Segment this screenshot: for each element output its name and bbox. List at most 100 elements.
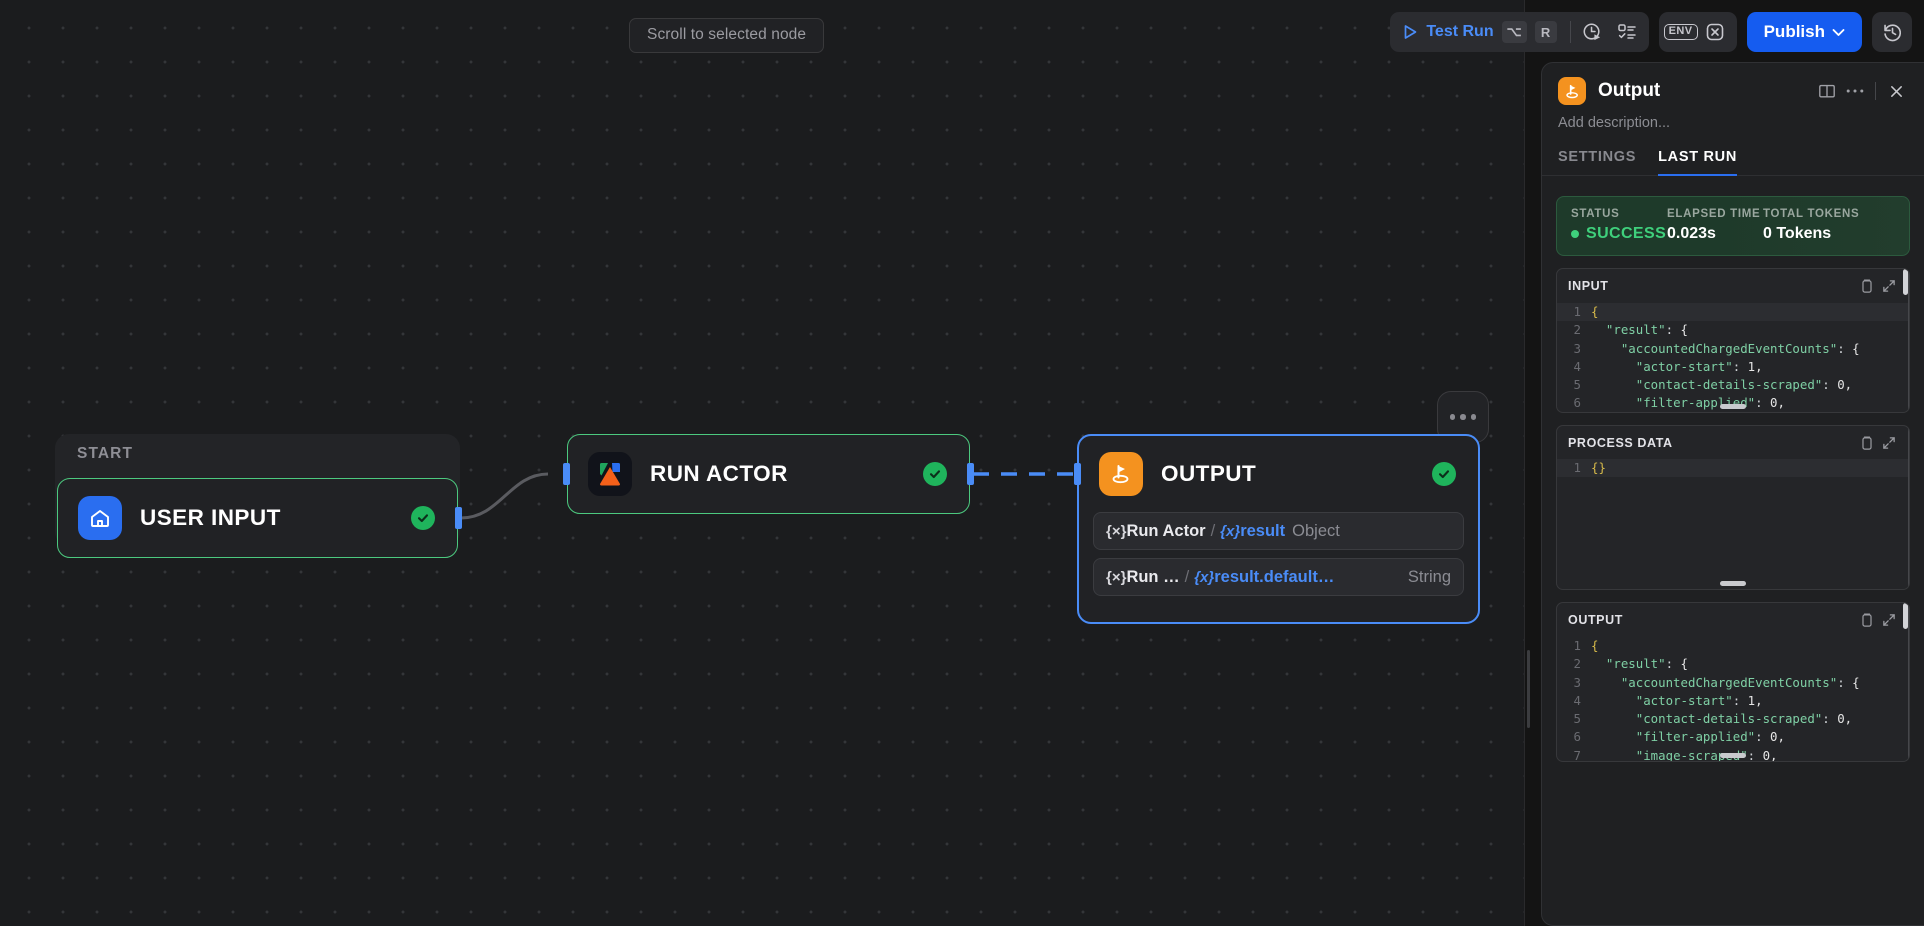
- description-input[interactable]: Add description...: [1558, 115, 1671, 131]
- line-number: 5: [1573, 711, 1581, 727]
- tab-settings[interactable]: SETTINGS: [1558, 149, 1637, 165]
- code-horizontal-scrollbar[interactable]: [1720, 753, 1746, 758]
- port-run-actor-input[interactable]: [563, 463, 570, 485]
- elapsed-value: 0.023s: [1667, 225, 1716, 242]
- copy-icon[interactable]: [1856, 610, 1878, 630]
- test-run-button[interactable]: Test Run ⌥ R: [1395, 16, 1564, 48]
- line-number: 7: [1573, 747, 1581, 762]
- node-title: USER INPUT: [140, 505, 281, 530]
- line-text: "image-scraped": 0,: [1635, 747, 1778, 762]
- output-flag-icon: [1558, 77, 1586, 105]
- code-line: 5 "contact-details-scraped": 0,: [1557, 710, 1909, 728]
- code-line: 7 "image-scraped": 0,: [1557, 747, 1909, 762]
- panel-title: Output: [1598, 80, 1661, 101]
- code-lines[interactable]: 1{2 "result": {3 "accountedChargedEventC…: [1557, 636, 1909, 762]
- code-box-process-data: PROCESS DATA: [1556, 425, 1910, 590]
- node-title: RUN ACTOR: [650, 461, 788, 486]
- ellipsis-dot: [1460, 414, 1466, 420]
- line-number: 3: [1573, 340, 1581, 356]
- output-field-row[interactable]: {×} Run … / {x} result.default… String: [1093, 558, 1464, 596]
- status-value: SUCCESS: [1586, 225, 1667, 242]
- elapsed-column: ELAPSED TIME 0.023s: [1667, 208, 1763, 243]
- env-label: ENV: [1663, 24, 1698, 40]
- panel-header-divider: [1875, 82, 1876, 100]
- chevron-down-icon: [1832, 28, 1845, 36]
- test-run-label: Test Run: [1426, 23, 1494, 40]
- line-number: 1: [1573, 638, 1581, 653]
- history-revert-button[interactable]: [1872, 12, 1912, 52]
- line-text: "contact-details-scraped": 0,: [1635, 711, 1853, 727]
- copy-icon[interactable]: [1856, 276, 1878, 296]
- variable-brace-icon: {x}: [1220, 522, 1241, 540]
- publish-button[interactable]: Publish: [1746, 12, 1862, 52]
- line-number: 6: [1573, 729, 1581, 745]
- code-box-title: PROCESS DATA: [1568, 436, 1673, 450]
- close-icon[interactable]: [1882, 78, 1910, 104]
- line-text: "result": {: [1605, 322, 1688, 338]
- code-box-header: OUTPUT: [1557, 603, 1909, 636]
- ellipsis-dot: [1470, 414, 1477, 420]
- code-box-edge: [1907, 426, 1909, 589]
- node-run-actor[interactable]: RUN ACTOR: [567, 434, 970, 514]
- code-vertical-scrollbar[interactable]: [1903, 269, 1908, 295]
- scroll-to-selected-node-button[interactable]: Scroll to selected node: [629, 18, 825, 53]
- output-field-row[interactable]: {×} Run Actor / {x} result Object: [1093, 512, 1464, 550]
- tokens-column: TOTAL TOKENS 0 Tokens: [1763, 208, 1859, 243]
- line-text: {: [1591, 638, 1599, 653]
- workflow-canvas[interactable]: Scroll to selected node START USER INPUT: [0, 0, 1524, 926]
- run-status-card: STATUS SUCCESS ELAPSED TIME 0.023s TOTAL…: [1556, 196, 1910, 256]
- env-variables-button[interactable]: ENV: [1663, 16, 1698, 48]
- expand-icon[interactable]: [1878, 610, 1900, 630]
- node-status-success-icon: [923, 462, 947, 486]
- port-output-input[interactable]: [1074, 463, 1081, 485]
- code-box-title: INPUT: [1568, 279, 1609, 293]
- code-line: 1 {}: [1557, 459, 1909, 478]
- panel-resize-handle[interactable]: [1527, 650, 1530, 728]
- line-text: {}: [1591, 460, 1606, 475]
- code-line: 6 "filter-applied": 0,: [1557, 728, 1909, 746]
- clock-play-icon[interactable]: [1576, 16, 1610, 48]
- node-user-input[interactable]: USER INPUT: [57, 478, 458, 558]
- node-output[interactable]: OUTPUT {×} Run Actor / {x} result Object: [1077, 434, 1480, 624]
- output-field-source: Run Actor: [1126, 521, 1206, 540]
- port-run-actor-output[interactable]: [967, 463, 974, 485]
- line-text: "result": {: [1605, 656, 1688, 672]
- port-user-input-output[interactable]: [455, 507, 462, 529]
- code-line: 1{: [1557, 637, 1909, 655]
- tab-last-run[interactable]: LAST RUN: [1658, 149, 1738, 176]
- line-text: "accountedChargedEventCounts": {: [1620, 674, 1860, 690]
- tokens-value: 0 Tokens: [1763, 225, 1832, 242]
- line-text: "actor-start": 1,: [1635, 692, 1763, 708]
- code-horizontal-scrollbar[interactable]: [1720, 581, 1746, 586]
- expand-icon[interactable]: [1878, 433, 1900, 453]
- code-lines[interactable]: 1{2 "result": {3 "accountedChargedEventC…: [1557, 302, 1909, 412]
- book-icon[interactable]: [1813, 78, 1841, 104]
- status-label: STATUS: [1571, 208, 1620, 220]
- checklist-icon[interactable]: [1610, 16, 1644, 48]
- line-number: 4: [1573, 358, 1581, 374]
- code-line: 2 "result": {: [1557, 321, 1909, 339]
- expand-icon[interactable]: [1878, 276, 1900, 296]
- panel-header: Output: [1542, 63, 1924, 105]
- code-box-header: INPUT: [1557, 269, 1909, 302]
- ellipsis-icon[interactable]: [1841, 78, 1869, 104]
- code-line: 1{: [1557, 303, 1909, 322]
- copy-icon[interactable]: [1856, 433, 1878, 453]
- code-horizontal-scrollbar[interactable]: [1720, 404, 1746, 409]
- shortcut-r-key: R: [1534, 21, 1557, 43]
- code-lines[interactable]: 1 {}: [1557, 459, 1909, 478]
- status-dot-icon: [1571, 230, 1579, 238]
- code-vertical-scrollbar[interactable]: [1903, 603, 1908, 629]
- home-icon: [78, 496, 122, 540]
- line-number: 5: [1573, 377, 1581, 393]
- line-number: 4: [1573, 692, 1581, 708]
- output-field-separator: /: [1184, 567, 1190, 586]
- node-status-success-icon: [411, 506, 435, 530]
- variable-x-icon[interactable]: [1698, 16, 1732, 48]
- code-box-title: OUTPUT: [1568, 613, 1623, 627]
- test-run-group: Test Run ⌥ R: [1390, 12, 1649, 52]
- line-number: 1: [1573, 460, 1581, 475]
- node-status-success-icon: [1432, 462, 1456, 486]
- line-number: 3: [1573, 674, 1581, 690]
